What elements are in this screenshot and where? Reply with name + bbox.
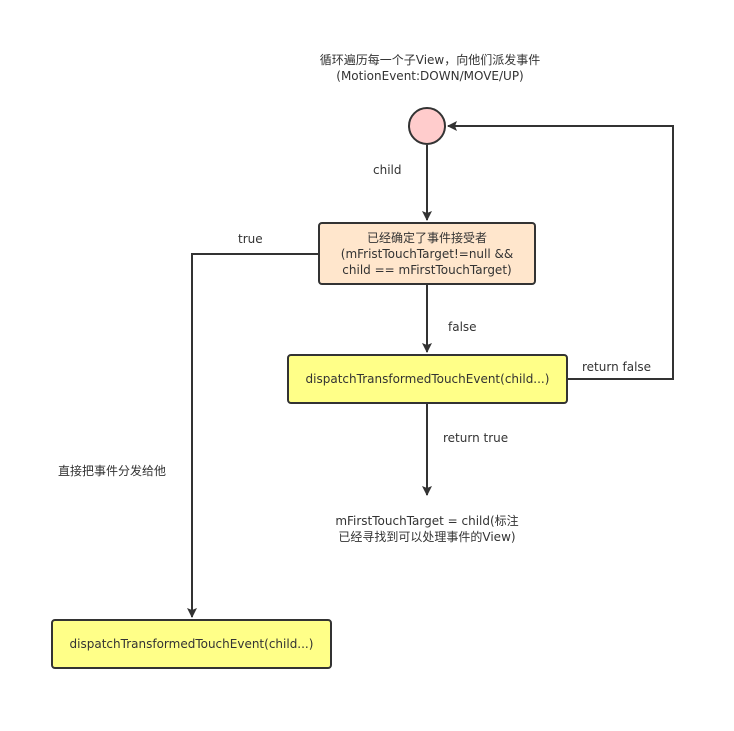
label-return-true: return true xyxy=(443,431,509,445)
decision-node[interactable]: 已经确定了事件接受者 (mFristTouchTarget!=null && c… xyxy=(318,222,536,285)
dispatch-middle-label: dispatchTransformedTouchEvent(child...) xyxy=(305,372,550,386)
edge-decision-true xyxy=(187,253,318,618)
header-note: 循环遍历每一个子View，向他们派发事件 (MotionEvent:DOWN/M… xyxy=(320,52,540,84)
label-return-false: return false xyxy=(582,360,652,374)
header-note-line1: 循环遍历每一个子View，向他们派发事件 xyxy=(319,53,541,67)
result-note: mFirstTouchTarget = child(标注 已经寻找到可以处理事件… xyxy=(335,513,518,545)
decision-line1: 已经确定了事件接受者 xyxy=(366,230,487,245)
dispatch-node-bottom[interactable]: dispatchTransformedTouchEvent(child...) xyxy=(51,619,332,669)
label-child: child xyxy=(373,163,402,177)
result-note-line2: 已经寻找到可以处理事件的View) xyxy=(338,530,516,544)
label-true-branch-note: 直接把事件分发给他 xyxy=(58,464,167,478)
header-note-line2: (MotionEvent:DOWN/MOVE/UP) xyxy=(336,69,524,83)
start-node[interactable] xyxy=(408,107,446,145)
dispatch-node-middle[interactable]: dispatchTransformedTouchEvent(child...) xyxy=(287,354,568,404)
label-false: false xyxy=(448,320,477,334)
dispatch-bottom-label: dispatchTransformedTouchEvent(child...) xyxy=(69,637,314,651)
edge-return-false xyxy=(447,121,674,380)
decision-line3: child == mFirstTouchTarget) xyxy=(342,262,512,277)
decision-line2: (mFristTouchTarget!=null && xyxy=(340,246,514,261)
result-note-line1: mFirstTouchTarget = child(标注 xyxy=(335,514,519,528)
label-true: true xyxy=(238,232,263,246)
